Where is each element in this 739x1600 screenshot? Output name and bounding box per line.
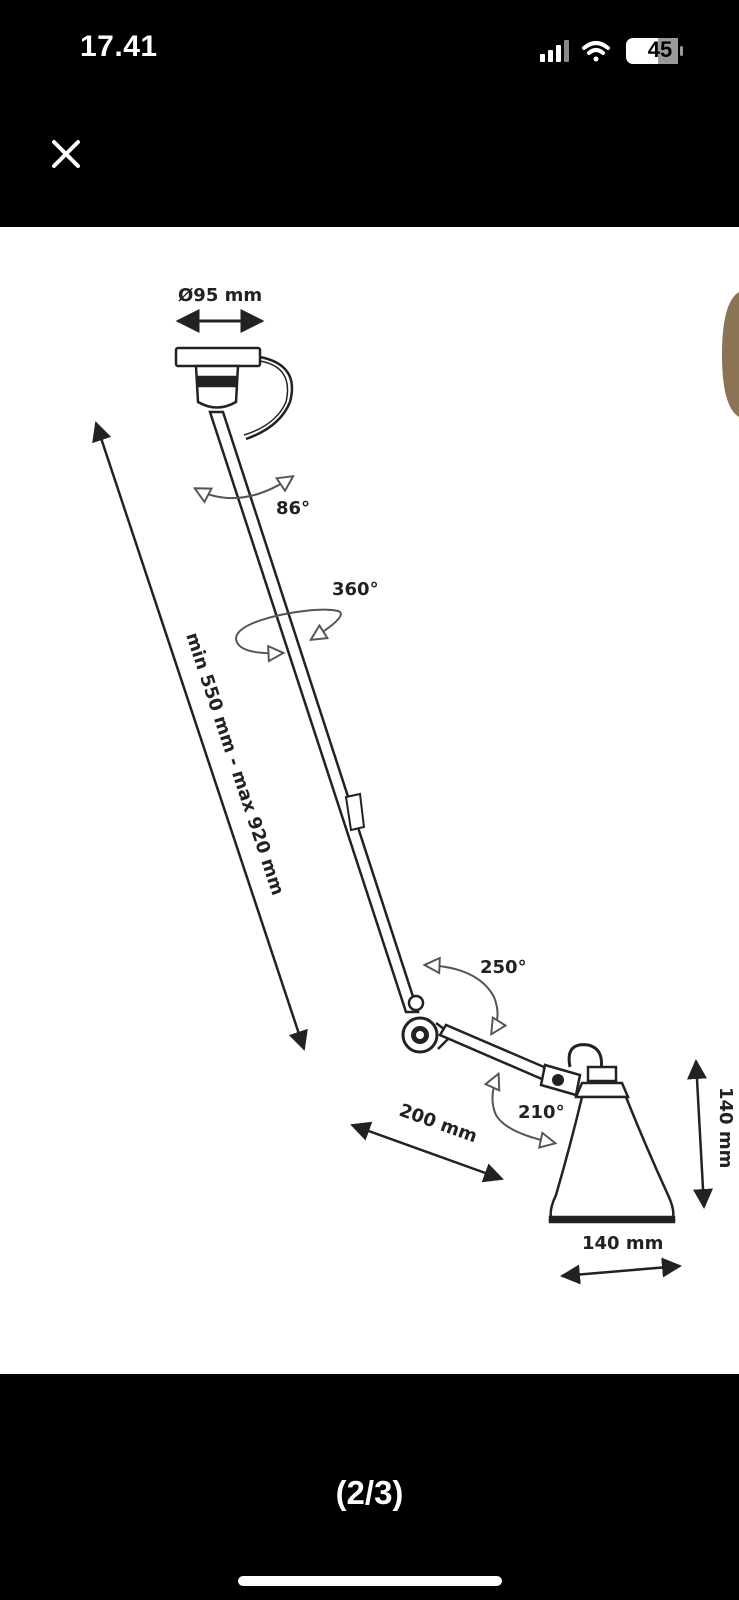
ceiling-canopy <box>174 346 262 409</box>
shade-height-label: 140 mm <box>715 1087 736 1168</box>
cable <box>245 355 294 441</box>
shade-width-arrow <box>560 1257 682 1285</box>
arm-length-label: min 550 mm - max 920 mm <box>181 630 288 898</box>
lower-arm-length-label: 200 mm <box>396 1100 480 1147</box>
next-image-peek <box>722 292 739 417</box>
arm-length-arrow <box>92 421 308 1051</box>
lower-arm-length-arrow <box>350 1121 504 1183</box>
battery-icon <box>626 38 683 64</box>
page-counter: (2/3) <box>335 1474 404 1511</box>
lower-arm <box>438 1023 560 1085</box>
elbow-rotation-label: 250° <box>480 957 527 978</box>
close-button[interactable] <box>44 132 88 176</box>
lamp-shade <box>548 1065 676 1224</box>
elbow-joint <box>401 994 454 1054</box>
base-rotation-arrow <box>196 477 292 498</box>
status-bar: 17.41 45 <box>0 0 739 110</box>
home-indicator[interactable] <box>238 1576 502 1586</box>
shade-joint-rotation-arrow <box>492 1075 554 1143</box>
close-icon <box>52 140 80 168</box>
wifi-icon <box>582 41 610 62</box>
base-rotation-label: 86° <box>276 498 310 519</box>
shade-width-label: 140 mm <box>582 1233 663 1254</box>
arm-rotation-arrow <box>234 608 342 654</box>
base-diameter-label: Ø95 mm <box>178 285 262 306</box>
status-time: 17.41 <box>80 30 158 63</box>
shade-joint-rotation-label: 210° <box>518 1102 565 1123</box>
shade-height-arrow <box>686 1059 714 1209</box>
battery-level: 45 <box>647 37 673 62</box>
image-viewer[interactable]: Ø95 mm <box>0 227 739 1374</box>
arm-rotation-label: 360° <box>332 579 379 600</box>
cellular-signal-icon <box>540 40 569 62</box>
status-icons <box>540 38 683 64</box>
upper-arm <box>208 410 420 1014</box>
lamp-dimension-diagram: Ø95 mm <box>92 285 739 1285</box>
elbow-rotation-arrow <box>426 965 498 1033</box>
